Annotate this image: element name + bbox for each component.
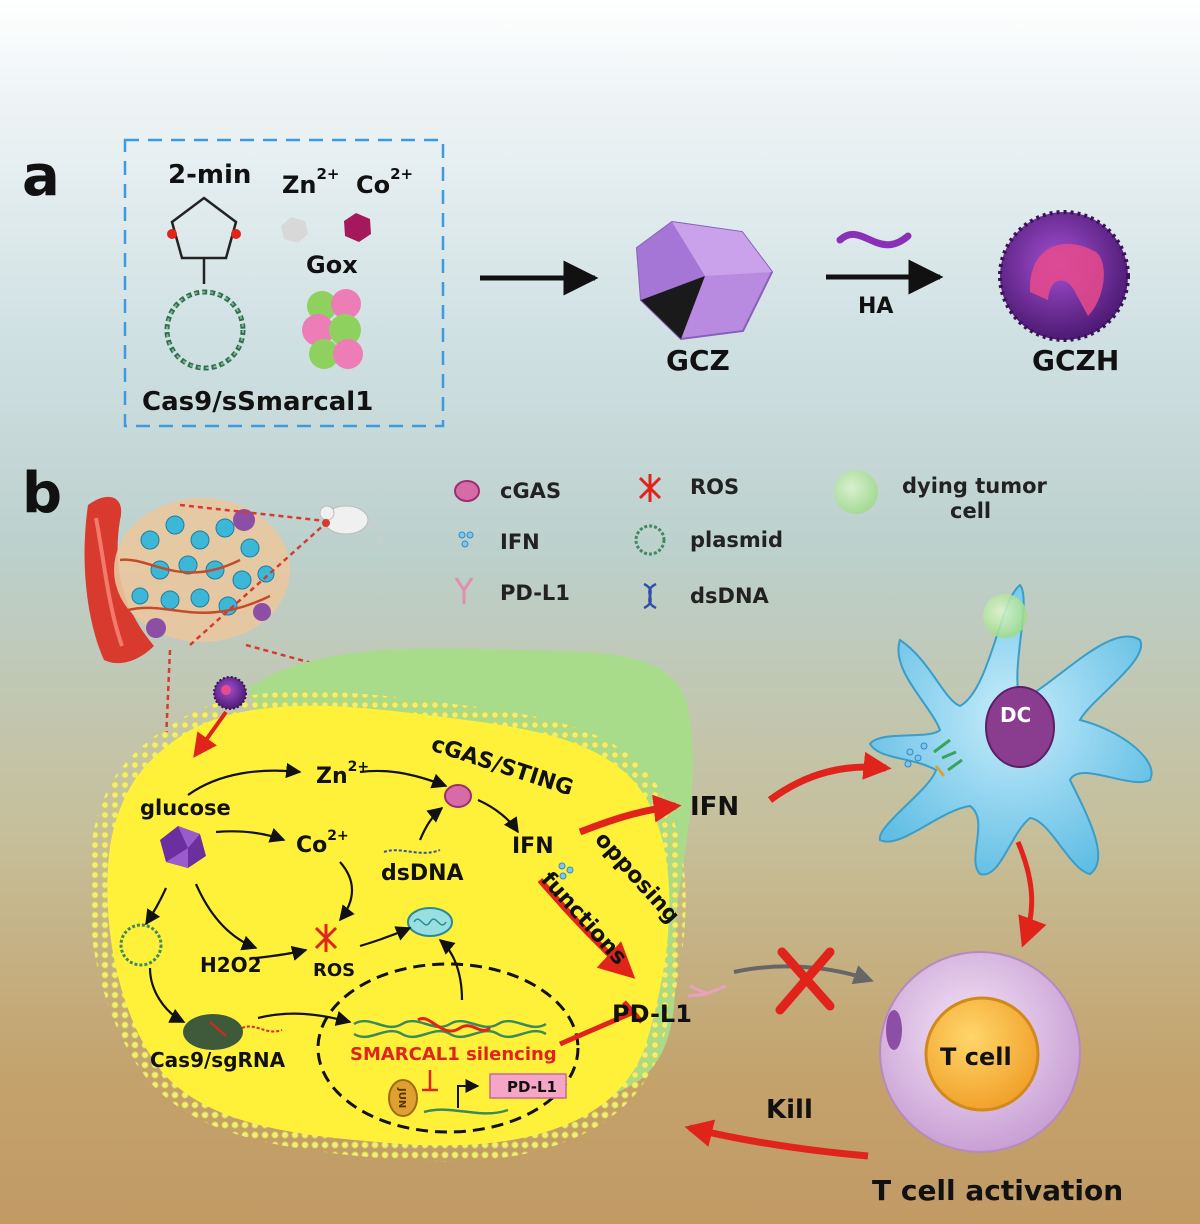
- ha-polymer-icon: [836, 230, 912, 249]
- panel-label-b: b: [22, 461, 62, 526]
- cell-ifn-label: IFN: [512, 834, 554, 859]
- inhibition-mark: [422, 1070, 438, 1092]
- legend-pdl1-label: PD-L1: [500, 581, 570, 605]
- h2o2-label: H2O2: [200, 953, 262, 977]
- cell-co-label: Co2+: [296, 828, 349, 858]
- pdl1-receptor-icon: [687, 984, 727, 998]
- gox-enzyme-icon: [302, 289, 363, 369]
- blocked-cross-icon: [775, 947, 835, 1015]
- legend-plasmid-label: plasmid: [690, 528, 783, 552]
- jun-factor-icon: JUN: [388, 1079, 418, 1117]
- tumor-tissue-inset: [84, 496, 411, 741]
- zn-label: Zn2+: [282, 165, 340, 199]
- plasmid-legend-icon: [634, 524, 666, 556]
- cgas-protein-icon: [444, 784, 472, 808]
- gczh-particle-icon: [998, 210, 1130, 342]
- pdl1-gene-box: [489, 1073, 567, 1099]
- ifn-secretion-arrow: [578, 794, 682, 836]
- t-cell-label: T cell: [940, 1043, 1012, 1071]
- ifn-icon: [458, 531, 474, 548]
- kill-label: Kill: [766, 1095, 813, 1125]
- ligand-label: 2-min: [168, 160, 251, 190]
- ifn-to-pdl1-arrow: [537, 878, 636, 979]
- transcription-arrow: [457, 1079, 480, 1108]
- dendritic-cell: [868, 583, 1153, 876]
- cas9-complex-icon: [183, 1014, 283, 1050]
- ifn-dots-icon: [558, 862, 574, 880]
- ros-icon: [638, 474, 662, 502]
- t-cell: [879, 951, 1081, 1153]
- legend: cGAS ROS dying tumor cell IFN plasmid PD…: [454, 470, 1048, 610]
- secreted-ifn-label: IFN: [690, 792, 739, 822]
- panel-a: a 2-min Zn2+ Co2+ Gox Cas9/sSmarcal1: [22, 138, 1130, 428]
- tumor-cell: [88, 691, 686, 1162]
- zinc-ion-icon: [281, 217, 308, 243]
- cas9-sgrna-label: Cas9/sgRNA: [150, 1048, 286, 1072]
- legend-dying-line2: cell: [950, 499, 991, 523]
- gczh-nanoparticle-icon: [213, 676, 247, 710]
- t-cell-nucleus: [924, 996, 1040, 1112]
- dc-nucleus: [985, 686, 1055, 768]
- cell-plasmid-icon: [119, 923, 163, 967]
- cell-ros-label: ROS: [313, 960, 355, 981]
- nucleus-boundary: [316, 962, 580, 1134]
- dsdna-fragment-icon: [383, 849, 441, 854]
- ifn-to-dc-arrow: [767, 751, 892, 803]
- precursor-box: [123, 138, 445, 428]
- dying-tumor-cell-icon: [834, 470, 878, 514]
- mouse-icon: [319, 505, 382, 549]
- panel-label-a: a: [22, 144, 60, 209]
- smarcal1-silencing-label: SMARCAL1 silencing: [350, 1044, 557, 1065]
- dc-to-tcell-arrow: [1015, 841, 1047, 948]
- legend-ros-label: ROS: [690, 475, 739, 499]
- gcz-in-cell-icon: [160, 826, 206, 868]
- pathway-arrows: [145, 762, 519, 1026]
- t-cell-activation-label: T cell activation: [872, 1174, 1123, 1207]
- silencing-inhibition-arrow: [558, 1009, 636, 1047]
- engulfed-cell-icon: [983, 594, 1027, 638]
- gox-label: Gox: [306, 251, 358, 279]
- gczh-label: GCZH: [1032, 344, 1119, 377]
- glucose-label: glucose: [140, 796, 231, 820]
- cell-dsdna-label: dsDNA: [381, 861, 464, 886]
- legend-dsdna-label: dsDNA: [690, 584, 770, 608]
- blocked-pathway-arrow: [733, 964, 874, 985]
- gcz-label: GCZ: [666, 344, 730, 377]
- panel-b: b cGAS ROS dying tumor cell IFN plasmid …: [22, 461, 1153, 1207]
- cgas-icon: [454, 480, 480, 502]
- cell-pdl1-label: PD-L1: [612, 1000, 692, 1028]
- dsdna-icon: [643, 582, 657, 610]
- pdl1-icon: [454, 577, 474, 604]
- legend-ifn-label: IFN: [500, 530, 540, 554]
- legend-cgas-label: cGAS: [500, 479, 561, 503]
- gcz-crystal-icon: [635, 220, 774, 341]
- mitochondrion-icon: [407, 907, 453, 937]
- ros-in-cell-icon: [314, 924, 338, 952]
- uptake-arrow: [193, 710, 228, 758]
- dc-label: DC: [1000, 703, 1031, 727]
- dna-strand-icon: [353, 1017, 547, 1039]
- cas9-plasmid-label: Cas9/sSmarcal1: [142, 387, 373, 417]
- pdl1-gene-label: PD-L1: [507, 1078, 557, 1096]
- cobalt-ion-icon: [344, 213, 371, 242]
- imidazole-ring-icon: [167, 196, 241, 284]
- svg-text:JUN: JUN: [396, 1087, 407, 1108]
- legend-dying-line1: dying tumor: [902, 474, 1048, 498]
- kill-arrow: [684, 1119, 869, 1160]
- ha-label: HA: [858, 294, 893, 319]
- co-label: Co2+: [356, 165, 413, 199]
